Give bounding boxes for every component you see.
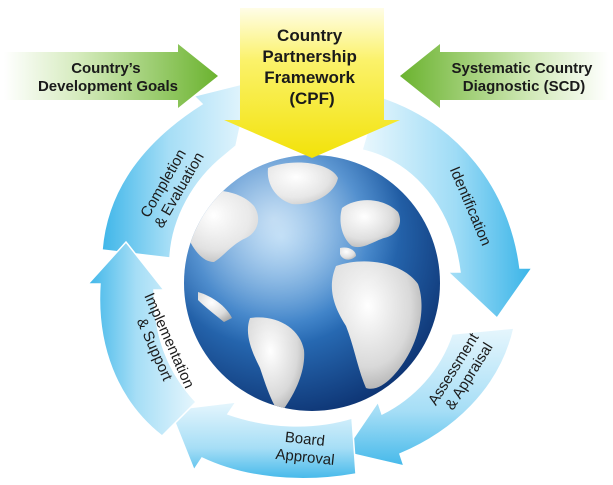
right-input-line2: Diagnostic (SCD)	[463, 78, 586, 95]
cpf-arrow	[224, 8, 400, 158]
globe	[181, 152, 443, 414]
svg-text:Country’s Development Goal: Country’s Development Goals	[38, 60, 178, 95]
cpf-line2: Partnership	[262, 47, 356, 66]
right-input-line1: Systematic Country	[451, 60, 593, 77]
right-input-arrow	[400, 44, 609, 108]
cycle-arrow-implementation	[86, 240, 198, 438]
left-input-arrow	[4, 44, 218, 108]
cpf-line3: Framework	[264, 68, 355, 87]
cpf-line4: (CPF)	[289, 89, 334, 108]
board-label-line2: Approval	[275, 446, 336, 469]
cycle-arrow-assessment	[342, 327, 515, 468]
left-input-line1: Country’s	[71, 60, 140, 77]
cycle-arrow-identification	[361, 95, 534, 320]
left-input-line2: Development Goals	[38, 78, 178, 95]
svg-text:Country Partnership Fr: Country Partnership Framework (CPF)	[262, 26, 361, 108]
cpf-line1: Country	[277, 26, 343, 45]
svg-text:Board Approval: Board Approval	[275, 428, 338, 469]
cycle-arrow-completion	[101, 80, 251, 259]
svg-text:Systematic Country Diagnos: Systematic Country Diagnostic (SCD)	[451, 60, 596, 95]
board-label-line1: Board	[284, 429, 326, 450]
